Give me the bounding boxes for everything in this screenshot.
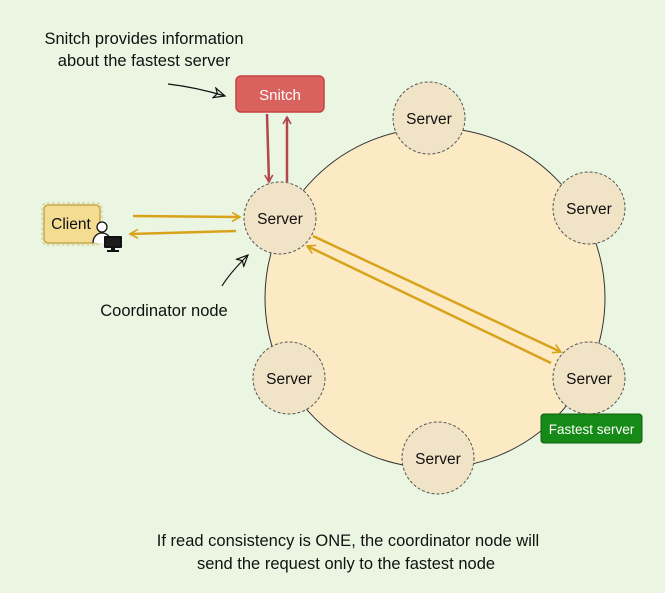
coordinator-to-client-arrow (128, 228, 237, 239)
client-node[interactable]: Client (41, 202, 103, 246)
snitch-label: Snitch (259, 87, 301, 104)
client-to-coordinator-arrow (132, 211, 242, 223)
server-label: Server (266, 371, 312, 388)
fastest-to-coordinator-arrow (305, 244, 552, 365)
coordinator-label-arrow (221, 255, 248, 287)
server-label: Server (566, 201, 612, 218)
monitor-icon (104, 236, 122, 252)
server-label: Server (406, 111, 452, 128)
snitch-node[interactable]: Snitch (235, 75, 325, 113)
server-node-fastest[interactable]: Server (552, 341, 626, 415)
snitch-note-line2: about the fastest server (58, 52, 231, 70)
server-node-right[interactable]: Server (552, 171, 626, 245)
server-label: Server (415, 451, 461, 468)
server-node-bottom[interactable]: Server (401, 421, 475, 495)
coordinator-label: Coordinator node (100, 302, 228, 320)
fastest-server-badge: Fastest server (540, 413, 643, 444)
server-node-top[interactable]: Server (392, 81, 466, 155)
caption-line2: send the request only to the fastest nod… (197, 555, 495, 573)
caption-line1: If read consistency is ONE, the coordina… (157, 532, 539, 550)
snitch-note-line1: Snitch provides information (44, 30, 243, 48)
server-label: Server (566, 371, 612, 388)
client-label: Client (51, 216, 91, 233)
server-label: Server (257, 211, 303, 228)
fastest-server-label: Fastest server (549, 422, 635, 437)
coordinator-to-fastest-arrow (312, 234, 563, 354)
server-node-coordinator[interactable]: Server (243, 181, 317, 255)
snitch-to-coordinator-arrow (264, 113, 274, 184)
snitch-note-arrow (167, 83, 225, 96)
server-node-left[interactable]: Server (252, 341, 326, 415)
